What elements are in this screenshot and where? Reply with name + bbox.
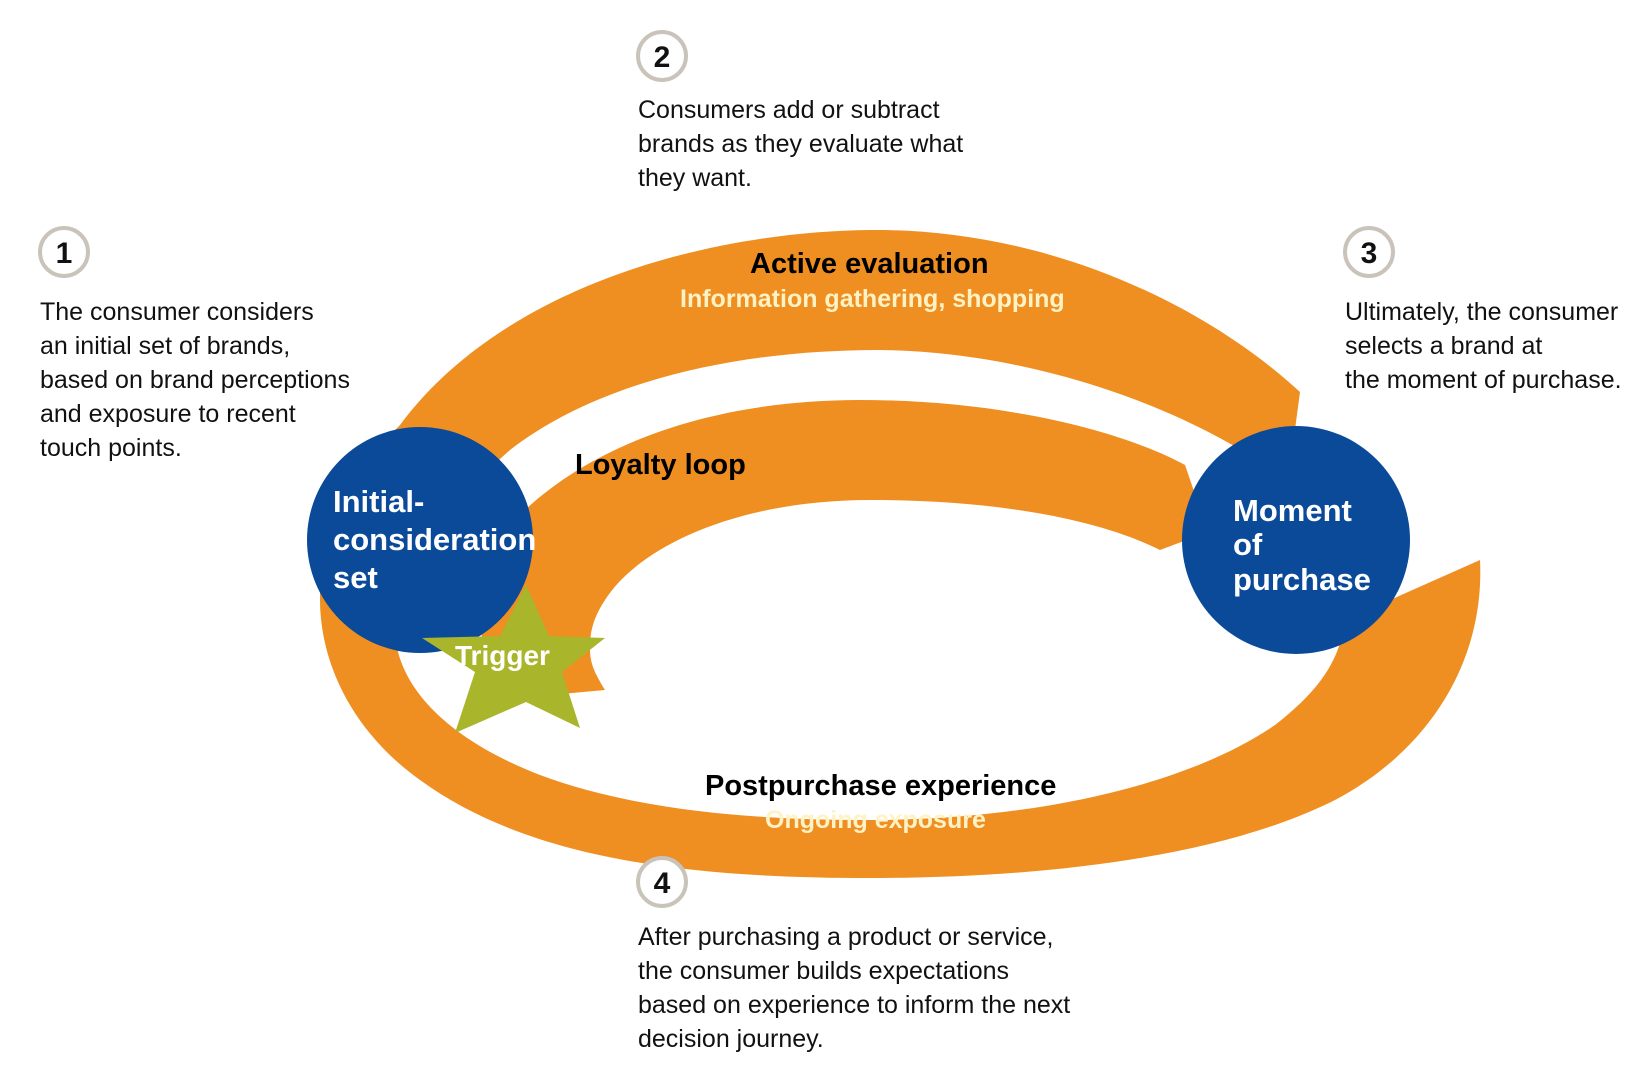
trigger-label: Trigger	[455, 640, 550, 671]
step-4-line: based on experience to inform the next	[638, 991, 1070, 1019]
initial-consideration-circle	[307, 427, 533, 653]
step-1-line: The consumer considers	[40, 298, 314, 326]
loyalty-loop-band	[481, 400, 1208, 700]
step-1-line: touch points.	[40, 434, 182, 462]
step-4-number: 4	[654, 867, 671, 900]
initial-consideration-line: Initial-	[333, 484, 424, 519]
loyalty-loop-label: Loyalty loop	[575, 449, 746, 481]
active-evaluation-subtitle: Information gathering, shopping	[680, 285, 1065, 313]
step-3-line: selects a brand at	[1345, 332, 1542, 360]
step-2-line: they want.	[638, 164, 752, 192]
step-4-line: decision journey.	[638, 1025, 824, 1053]
step-3: 3 Ultimately, the consumer selects a bra…	[1343, 226, 1625, 394]
loop-inner-space	[590, 530, 1170, 770]
postpurchase-subtitle: Ongoing exposure	[765, 806, 986, 834]
step-2-number: 2	[654, 41, 671, 74]
moment-of-purchase-label: Moment of purchase	[1233, 493, 1371, 597]
step-3-line: the moment of purchase.	[1345, 366, 1622, 394]
moment-of-purchase-line: purchase	[1233, 562, 1371, 597]
step-1-line: based on brand perceptions	[40, 366, 350, 394]
step-4-line: After purchasing a product or service,	[638, 923, 1053, 951]
step-2-text: Consumers add or subtract brands as they…	[638, 96, 970, 192]
moment-of-purchase-line: Moment	[1233, 493, 1352, 528]
step-1-badge	[38, 226, 90, 278]
step-1: 1 The consumer considers an initial set …	[38, 226, 357, 462]
step-3-number: 3	[1361, 237, 1378, 270]
initial-consideration-line: set	[333, 560, 378, 595]
initial-consideration-label: Initial- consideration set	[333, 484, 545, 595]
active-evaluation-title: Active evaluation	[750, 248, 989, 280]
step-2-badge	[636, 30, 688, 82]
step-1-text: The consumer considers an initial set of…	[40, 298, 357, 462]
outer-loop-band	[320, 229, 1481, 878]
step-4-badge	[636, 856, 688, 908]
step-1-line: and exposure to recent	[40, 400, 296, 428]
step-2: 2 Consumers add or subtract brands as th…	[636, 30, 970, 192]
step-2-line: brands as they evaluate what	[638, 130, 963, 158]
initial-consideration-line: consideration	[333, 522, 536, 557]
step-4-text: After purchasing a product or service, t…	[638, 923, 1077, 1053]
postpurchase-title: Postpurchase experience	[705, 770, 1056, 802]
step-3-line: Ultimately, the consumer	[1345, 298, 1618, 326]
step-1-number: 1	[56, 237, 73, 270]
moment-of-purchase-line: of	[1233, 527, 1263, 562]
step-2-line: Consumers add or subtract	[638, 96, 940, 124]
step-4-line: the consumer builds expectations	[638, 957, 1009, 985]
step-1-line: an initial set of brands,	[40, 332, 290, 360]
step-3-text: Ultimately, the consumer selects a brand…	[1345, 298, 1625, 394]
step-3-badge	[1343, 226, 1395, 278]
trigger-star-icon	[422, 585, 605, 733]
moment-of-purchase-circle	[1182, 426, 1410, 654]
step-4: 4 After purchasing a product or service,…	[636, 856, 1077, 1053]
